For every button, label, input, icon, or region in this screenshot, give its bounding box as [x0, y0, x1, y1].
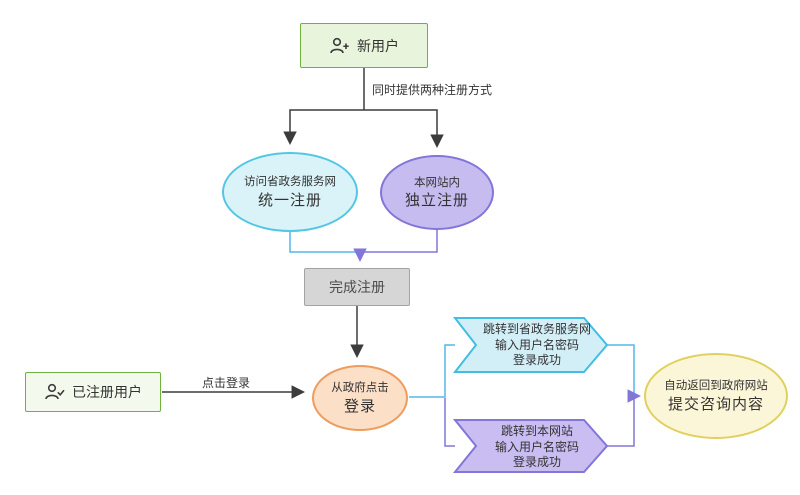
edge-login-jumpgov — [409, 344, 455, 398]
click-login-label: 点击登录 — [202, 376, 251, 390]
jump-site-chevron — [452, 419, 609, 473]
independent-register-sub: 本网站内 — [414, 174, 460, 189]
branch-method-label: 同时提供两种注册方式 — [372, 83, 493, 97]
login-sub: 从政府点击 — [331, 380, 389, 395]
edge-jumpsite-finish — [607, 389, 642, 447]
unified-register-label: 统一注册 — [257, 190, 322, 209]
jump-gov-line1: 跳转到省政务服务网 — [482, 322, 591, 336]
registered-user-label: 已注册用户 — [72, 385, 142, 401]
jump-gov-chevron — [452, 317, 609, 373]
jump-gov-line2: 输入用户名密码 — [494, 337, 579, 352]
registered-user-node: 已注册用户 — [25, 372, 161, 412]
login-label: 登录 — [343, 396, 376, 415]
jump-site-text: 跳转到本网站 输入用户名密码 登录成功 — [471, 424, 603, 471]
edge-jumpgov-finish — [607, 344, 635, 394]
edge-newuser-independent — [364, 109, 444, 149]
edge-login-jumpsite — [444, 398, 455, 447]
independent-register-node: 本网站内 独立注册 — [380, 155, 494, 230]
new-user-node: 新用户 — [300, 23, 428, 68]
jump-gov-line3: 登录成功 — [512, 353, 561, 367]
finish-node: 自动返回到政府网站 提交咨询内容 — [644, 353, 788, 439]
jump-gov-text: 跳转到省政务服务网 输入用户名密码 登录成功 — [471, 322, 603, 369]
jump-site-line2: 输入用户名密码 — [494, 439, 579, 454]
finish-sub: 自动返回到政府网站 — [664, 378, 768, 393]
new-user-icon — [330, 37, 349, 53]
edge-unified-complete — [289, 232, 360, 253]
finish-label: 提交咨询内容 — [667, 394, 764, 413]
login-node: 从政府点击 登录 — [312, 365, 408, 431]
complete-register-node: 完成注册 — [304, 268, 410, 306]
edge-independent-complete — [353, 230, 438, 263]
jump-site-line1: 跳转到本网站 — [500, 424, 573, 438]
independent-register-label: 独立注册 — [404, 191, 469, 210]
edge-newuser-unified — [283, 109, 364, 146]
new-user-label: 新用户 — [357, 38, 399, 55]
unified-register-sub: 访问省政务服务网 — [244, 174, 336, 189]
registered-user-icon — [45, 383, 65, 400]
unified-register-node: 访问省政务服务网 统一注册 — [222, 152, 358, 232]
jump-site-line3: 登录成功 — [512, 455, 561, 469]
